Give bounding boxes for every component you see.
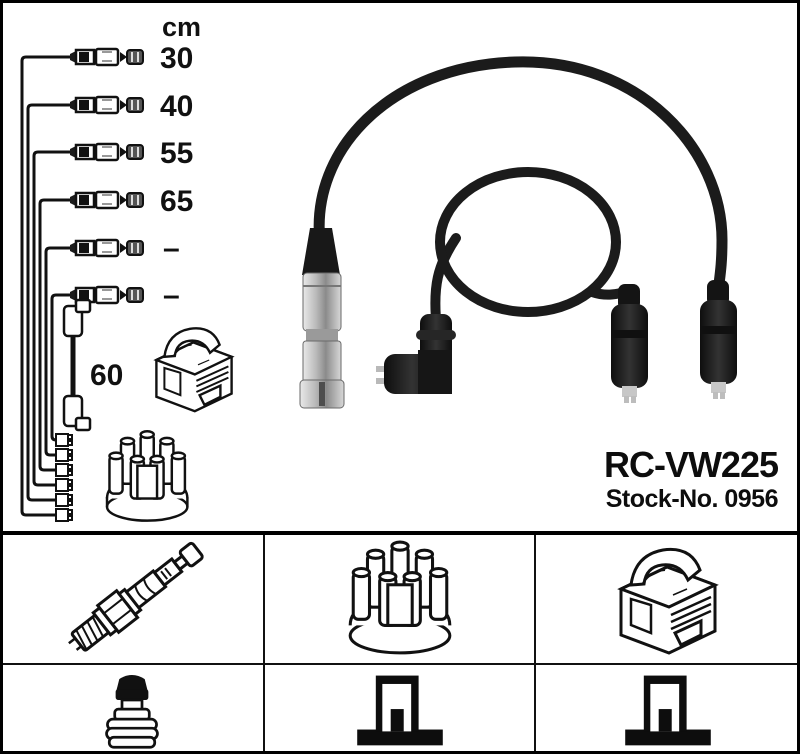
component-grid xyxy=(0,531,800,754)
length-value: 65 xyxy=(160,185,193,218)
part-number: RC-VW225 xyxy=(603,444,779,485)
angled-plug-boot xyxy=(376,314,456,394)
grid-cell-plug-connector xyxy=(0,665,265,754)
cable-illustration xyxy=(68,47,145,67)
length-value: – xyxy=(163,279,180,312)
coil-wire-length: 60 xyxy=(90,359,123,392)
spark-plug-connector-icon xyxy=(104,674,159,749)
grid-cell-spark-plug xyxy=(0,535,265,665)
grid-cell-distributor-cap xyxy=(265,535,536,665)
distributor-cap-icon xyxy=(348,540,451,655)
ignition-coil-icon xyxy=(153,327,235,413)
ignition-cable-photo xyxy=(299,56,737,409)
coil-boot xyxy=(700,280,737,399)
length-value: 30 xyxy=(160,42,193,75)
distributor-cap-icon xyxy=(105,430,189,522)
terminal-connector-icon xyxy=(356,675,443,745)
terminal-connector-icon xyxy=(625,675,711,745)
ignition-lead-long xyxy=(313,56,728,298)
unit-label: cm xyxy=(162,12,201,42)
spark-plug-icon xyxy=(67,541,204,652)
stock-number: Stock-No. 0956 xyxy=(605,485,779,513)
distributor-terminals xyxy=(55,433,73,522)
cable-bracket-lines xyxy=(20,55,70,517)
ignition-coil-icon xyxy=(617,547,719,655)
cable-illustration xyxy=(68,238,145,258)
ignition-lead-coiled xyxy=(430,167,631,335)
coil-boot xyxy=(611,284,648,403)
coil-wire xyxy=(62,298,92,432)
grid-cell-ignition-coil xyxy=(536,535,800,665)
cable-length-diagram: cm 30 40 55 65 – – xyxy=(20,12,235,522)
grid-cell-terminal-connector xyxy=(536,665,800,754)
cable-illustration xyxy=(68,95,145,115)
length-value: – xyxy=(163,232,180,265)
part-identification: RC-VW225 Stock-No. 0956 xyxy=(603,444,779,514)
cable-illustration xyxy=(68,190,145,210)
length-value: 40 xyxy=(160,90,193,123)
chrome-plug-connector xyxy=(299,228,345,409)
cable-illustration xyxy=(68,142,145,162)
length-value: 55 xyxy=(160,137,193,170)
grid-cell-terminal-connector xyxy=(265,665,536,754)
